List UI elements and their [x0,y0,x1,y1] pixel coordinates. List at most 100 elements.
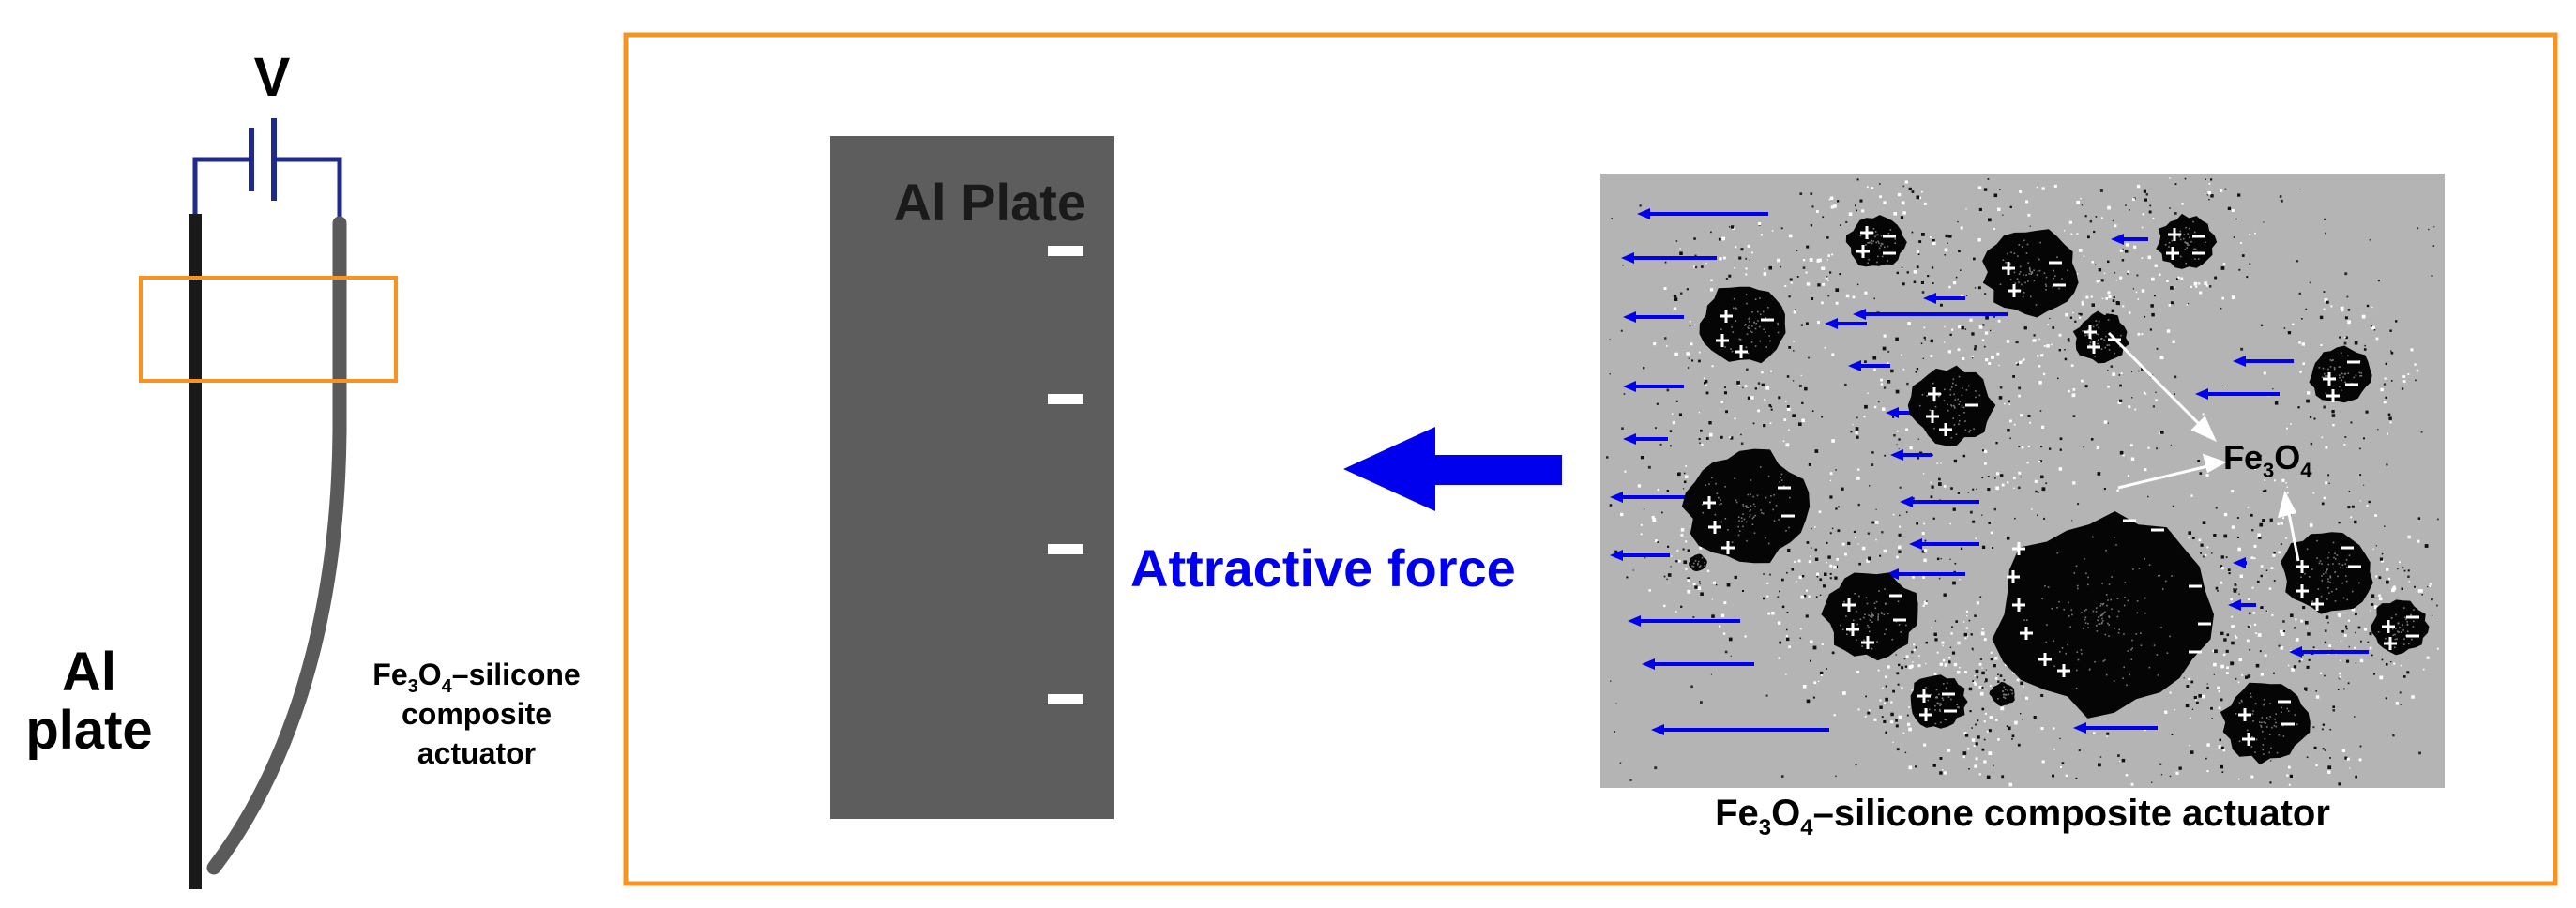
matrix-speckle [2260,606,2264,609]
positive-charge [1720,310,1733,323]
particle-texture [2347,355,2349,357]
particle-texture [2030,295,2032,298]
matrix-speckle [1966,635,1969,638]
matrix-speckle [2201,694,2205,699]
matrix-speckle [2007,429,2010,432]
matrix-speckle [1685,568,1688,570]
matrix-speckle [2273,580,2276,582]
particle-texture [1867,625,1869,627]
particle-texture [1967,385,1970,387]
matrix-speckle [1785,673,1787,675]
matrix-speckle [2374,514,2377,517]
matrix-speckle [2214,276,2218,280]
particle-texture [1704,565,1705,567]
matrix-speckle [2347,320,2351,325]
matrix-speckle [2306,756,2309,759]
matrix-speckle [2039,410,2042,412]
particle-texture [2269,703,2271,704]
particle-texture [1697,560,1700,563]
matrix-speckle [2325,615,2329,619]
particle-texture [1947,696,1950,698]
particle-texture [2116,598,2119,599]
particle-texture [2017,255,2019,257]
particle-texture [2344,563,2347,565]
matrix-speckle [1811,205,1814,208]
matrix-speckle [1778,657,1781,659]
matrix-speckle [1723,601,1727,605]
matrix-speckle [1982,449,1984,452]
particle-texture [1785,530,1787,532]
matrix-speckle [2387,413,2391,416]
matrix-speckle [1811,410,1814,412]
actuator-strip [206,216,347,875]
particle-texture [2341,389,2342,391]
particle-texture [1927,699,1930,702]
matrix-speckle [2400,704,2402,705]
matrix-speckle [1917,664,1921,668]
matrix-speckle [1676,471,1679,473]
particle-texture [2105,335,2107,338]
particle-texture [2023,292,2025,294]
matrix-speckle [2269,518,2273,522]
matrix-speckle [1845,294,1850,298]
matrix-speckle [2121,259,2125,262]
particle-texture [2058,287,2060,290]
particle-texture [2159,574,2161,577]
matrix-speckle [1844,383,1847,386]
matrix-speckle [2169,177,2171,179]
matrix-speckle [2346,295,2349,298]
matrix-speckle [1723,256,1726,260]
particle-texture [2311,600,2313,602]
particle-texture [2108,616,2111,618]
matrix-speckle [1996,472,2000,476]
matrix-speckle [1734,575,1737,580]
particle-texture [2329,366,2332,368]
matrix-speckle [1819,671,1824,675]
matrix-speckle [2298,660,2301,663]
matrix-speckle [1793,340,1795,342]
matrix-speckle [1691,359,1694,362]
matrix-speckle [1738,384,1740,386]
matrix-speckle [1949,558,1951,560]
matrix-speckle [2037,355,2039,357]
matrix-speckle [1940,303,1943,307]
matrix-speckle [1690,685,1693,689]
particle-texture [1778,519,1780,521]
matrix-speckle [2058,467,2063,471]
matrix-speckle [1626,576,1629,579]
particle-texture [2101,620,2104,622]
matrix-speckle [2147,446,2150,449]
matrix-speckle [1943,593,1947,597]
matrix-speckle [2127,272,2129,275]
particle-texture [1884,603,1887,605]
matrix-speckle [2426,656,2430,659]
particle-texture [2340,567,2341,568]
matrix-speckle [2329,728,2332,731]
matrix-speckle [2347,619,2350,622]
particle-texture [2185,262,2187,265]
matrix-speckle [2202,521,2206,524]
matrix-speckle [2235,588,2238,590]
particle-texture [2171,575,2173,577]
matrix-speckle [1698,351,1701,354]
particle-texture [1714,513,1717,516]
matrix-speckle [2220,567,2224,570]
particle-texture [2038,258,2040,261]
matrix-speckle [1902,368,1905,371]
particle-texture [1746,333,1749,336]
particle-texture [2132,568,2134,570]
matrix-speckle [2174,183,2177,186]
matrix-speckle [1831,353,1835,356]
particle-texture [2160,627,2162,628]
particle-texture [1724,346,1726,348]
matrix-speckle [1788,295,1791,298]
matrix-speckle [1899,514,1901,517]
particle-texture [1866,602,1869,605]
matrix-speckle [2389,421,2392,424]
matrix-speckle [1913,280,1917,283]
matrix-speckle [1878,401,1880,403]
matrix-speckle [1896,430,1899,432]
matrix-speckle [1675,240,1678,242]
matrix-speckle [1672,421,1675,425]
matrix-speckle [1974,674,1976,677]
